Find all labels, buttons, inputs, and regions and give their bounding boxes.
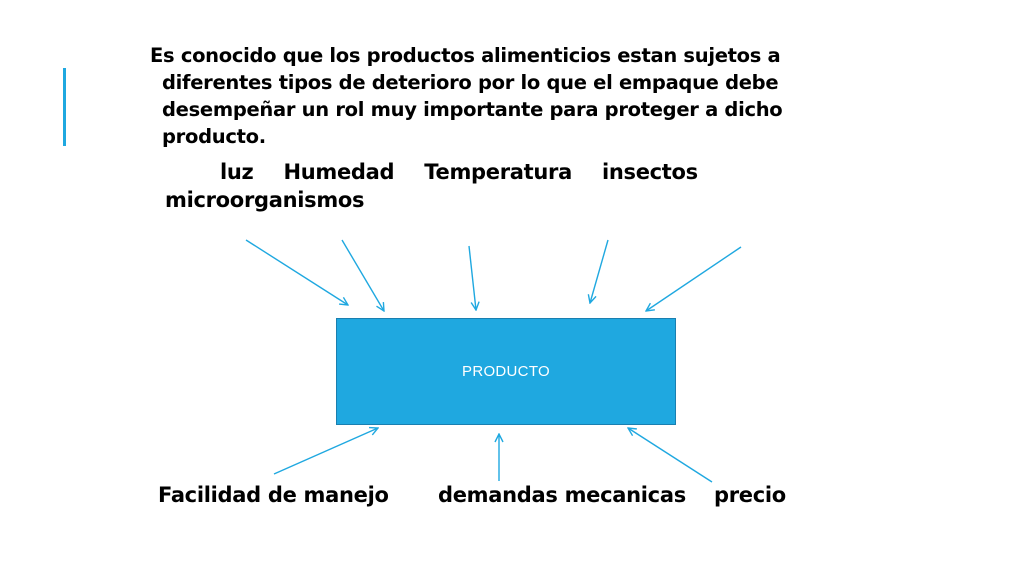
arrow-facilidad bbox=[273, 428, 378, 475]
factor-demandas-mecanicas: demandas mecanicas bbox=[438, 483, 686, 507]
top-factors: luz Humedad Temperatura insectos microor… bbox=[165, 158, 865, 214]
arrow-insectos bbox=[590, 239, 609, 303]
factor-humedad: Humedad bbox=[283, 160, 395, 184]
arrow-precio bbox=[628, 428, 713, 483]
factor-precio: precio bbox=[714, 483, 786, 507]
product-label: PRODUCTO bbox=[462, 363, 550, 380]
intro-line: diferentes tipos de deterioro por lo que… bbox=[162, 71, 779, 94]
factor-facilidad-de-manejo: Facilidad de manejo bbox=[158, 483, 389, 507]
arrow-humedad bbox=[341, 239, 384, 311]
arrow-luz bbox=[245, 239, 348, 305]
arrow-microorganismos bbox=[646, 246, 742, 311]
intro-line: desempeñar un rol muy importante para pr… bbox=[162, 98, 783, 121]
arrow-temperatura bbox=[468, 245, 476, 310]
factor-insectos: insectos bbox=[601, 160, 698, 184]
factor-temperatura: Temperatura bbox=[424, 160, 572, 184]
accent-bar bbox=[63, 68, 66, 146]
intro-line: Es conocido que los productos alimentici… bbox=[150, 44, 781, 67]
intro-paragraph: Es conocido que los productos alimentici… bbox=[150, 42, 850, 150]
intro-line: producto. bbox=[162, 125, 266, 148]
factor-luz: luz bbox=[220, 160, 254, 184]
factor-microorganismos: microorganismos bbox=[165, 188, 365, 212]
product-box: PRODUCTO bbox=[336, 318, 676, 425]
